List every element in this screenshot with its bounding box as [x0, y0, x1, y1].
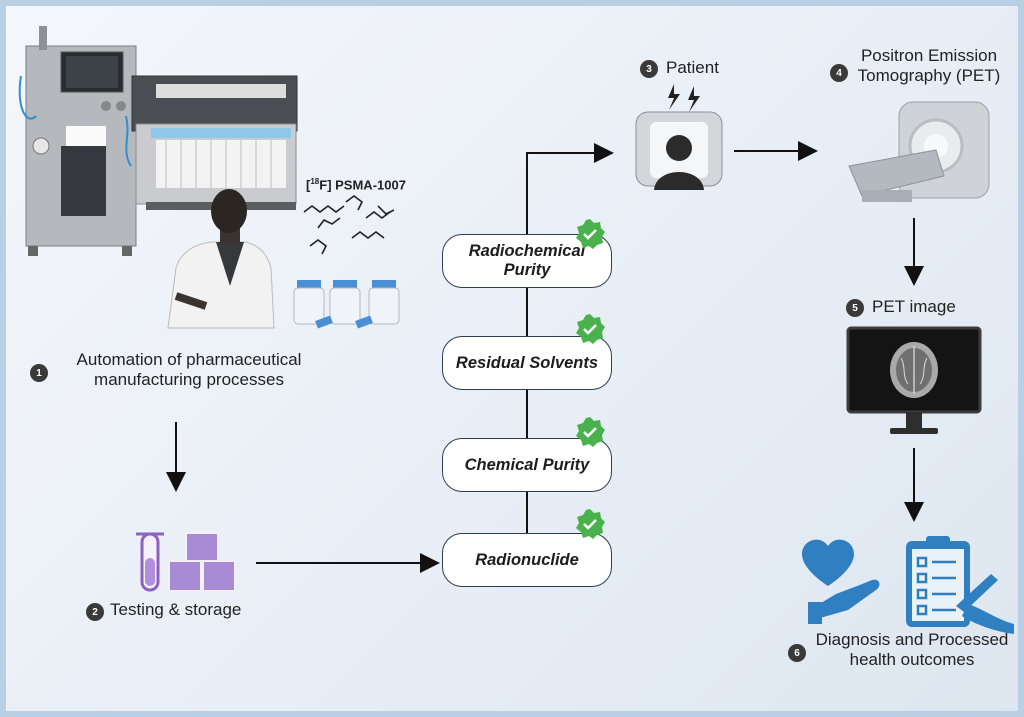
qc-test-radionuclide: Radionuclide — [442, 533, 612, 587]
qc-test-residual-solvents: Residual Solvents — [442, 336, 612, 390]
step-1-label: Automation of pharmaceutical manufacturi… — [76, 350, 302, 389]
step-3-label: Patient — [666, 58, 719, 77]
check-badge-icon — [576, 509, 605, 539]
qc-vertical-line — [526, 143, 614, 536]
step-3-badge: 3 — [640, 60, 658, 78]
test-tube-icon — [136, 532, 164, 592]
vials-icon — [293, 280, 400, 329]
step-5-badge: 5 — [846, 299, 864, 317]
storage-boxes-icon — [168, 532, 236, 592]
monitor-brain-icon — [846, 326, 982, 434]
step-5-label: PET image — [872, 297, 956, 316]
flow-arrows — [166, 141, 924, 573]
qc-test-chemical-purity: Chemical Purity — [442, 438, 612, 492]
heart-in-hand-icon — [802, 539, 880, 624]
compound-label: [18F] PSMA-1007 — [306, 177, 406, 193]
patient-icon — [635, 84, 723, 190]
clipboard-checklist-icon — [906, 536, 1014, 634]
step-6-label: Diagnosis and Processed health outcomes — [815, 630, 1009, 669]
step-6-badge: 6 — [788, 644, 806, 662]
check-badge-icon — [576, 219, 605, 249]
check-badge-icon — [576, 417, 605, 447]
step-1-badge: 1 — [30, 364, 48, 382]
molecule-icon — [303, 195, 395, 255]
diagram-canvas: [18F] PSMA-1007 1 Automation of pharmac — [6, 6, 1018, 711]
automated-synthesizer-icon — [18, 26, 298, 256]
step-2-badge: 2 — [86, 603, 104, 621]
step-4-label: Positron Emission Tomography (PET) — [857, 46, 1001, 85]
step-4-badge: 4 — [830, 64, 848, 82]
check-badge-icon — [576, 314, 605, 344]
pet-scanner-icon — [848, 101, 990, 202]
scientist-icon — [167, 189, 275, 329]
step-2-label: Testing & storage — [110, 600, 242, 619]
